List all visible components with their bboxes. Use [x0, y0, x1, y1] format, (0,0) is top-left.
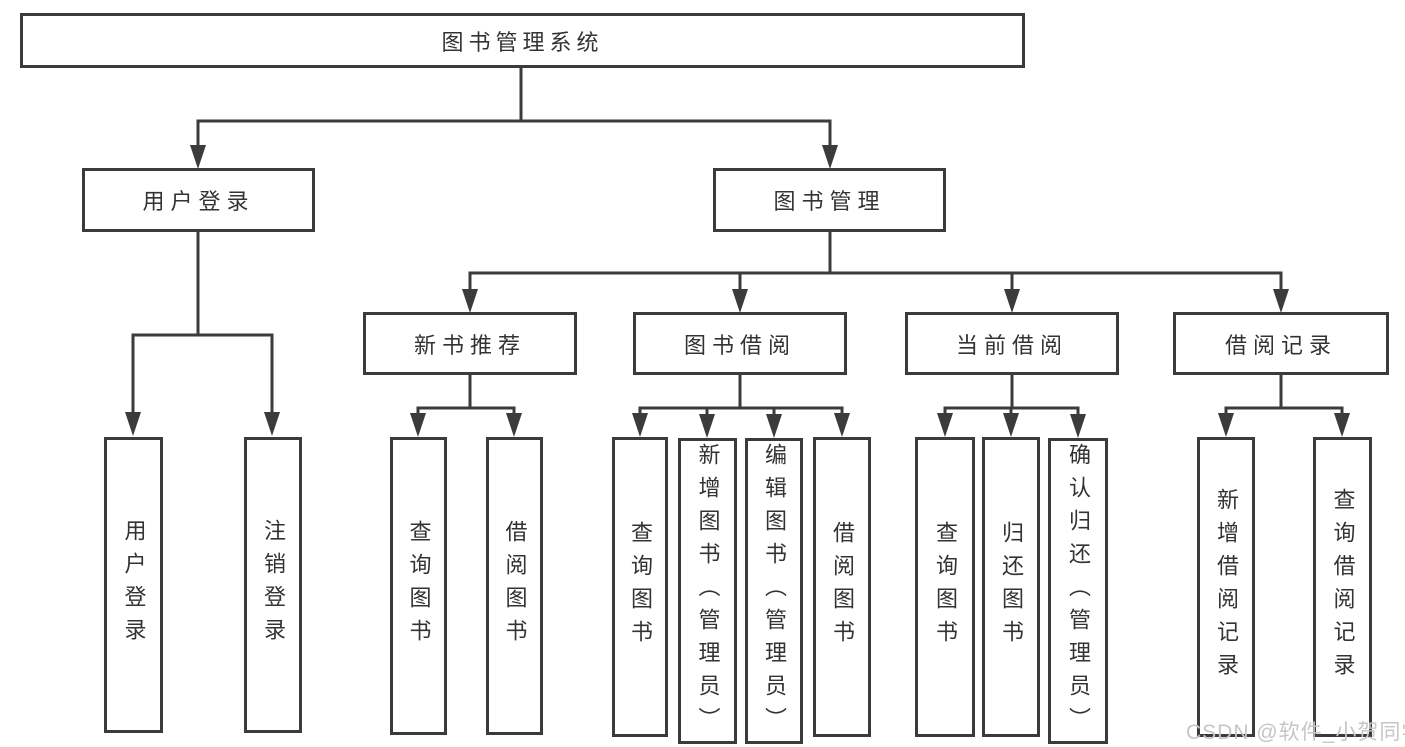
- node-label: 借阅图书: [830, 521, 855, 653]
- node-label: 确认归还（管理员）: [1066, 442, 1091, 740]
- leaf-add-books-admin: 新增图书（管理员）: [678, 438, 737, 744]
- leaf-confirm-return-admin: 确认归还（管理员）: [1048, 438, 1108, 744]
- node-label: 新书推荐: [413, 332, 526, 358]
- node-label: 编辑图书（管理员）: [762, 442, 787, 740]
- node-label: 查询借阅记录: [1330, 488, 1356, 686]
- node-label: 图书借阅: [683, 332, 796, 358]
- leaf-edit-books-admin: 编辑图书（管理员）: [745, 438, 803, 744]
- node-label: 查询图书: [406, 520, 432, 652]
- node-new-book-recommend: 新书推荐: [363, 312, 577, 375]
- node-user-login: 用户登录: [82, 168, 315, 232]
- node-label: 借阅记录: [1224, 332, 1337, 358]
- leaf-logout: 注销登录: [244, 437, 302, 733]
- leaf-add-borrow-record: 新增借阅记录: [1197, 437, 1255, 737]
- leaf-borrow-books-recommend: 借阅图书: [486, 437, 543, 735]
- node-label: 用户登录: [121, 519, 147, 651]
- leaf-query-books-borrow: 查询图书: [612, 437, 668, 737]
- leaf-return-books: 归还图书: [982, 437, 1040, 737]
- node-label: 借阅图书: [502, 520, 528, 652]
- node-label: 查询图书: [933, 521, 958, 653]
- node-book-management: 图书管理: [713, 168, 946, 232]
- node-label: 新增借阅记录: [1214, 488, 1239, 686]
- leaf-query-borrow-record: 查询借阅记录: [1313, 437, 1372, 737]
- node-label: 当前借阅: [955, 332, 1068, 358]
- watermark: CSDN @软件_小贺同学: [1186, 721, 1405, 744]
- node-book-borrowing: 图书借阅: [633, 312, 847, 375]
- node-label: 新增图书（管理员）: [695, 442, 721, 740]
- leaf-borrow-books: 借阅图书: [813, 437, 871, 737]
- node-label: 查询图书: [628, 521, 653, 653]
- node-current-borrowing: 当前借阅: [905, 312, 1119, 375]
- node-label: 图书管理系统: [441, 29, 604, 55]
- leaf-user-login: 用户登录: [104, 437, 163, 733]
- node-borrowing-records: 借阅记录: [1173, 312, 1389, 375]
- node-label: 用户登录: [142, 189, 255, 214]
- leaf-query-books-recommend: 查询图书: [390, 437, 447, 735]
- node-label: 归还图书: [999, 521, 1024, 653]
- leaf-query-books-current: 查询图书: [915, 437, 975, 737]
- arrowhead-icons: [125, 145, 1350, 438]
- node-library-system: 图书管理系统: [20, 13, 1025, 68]
- node-label: 注销登录: [261, 519, 286, 651]
- node-label: 图书管理: [773, 189, 886, 214]
